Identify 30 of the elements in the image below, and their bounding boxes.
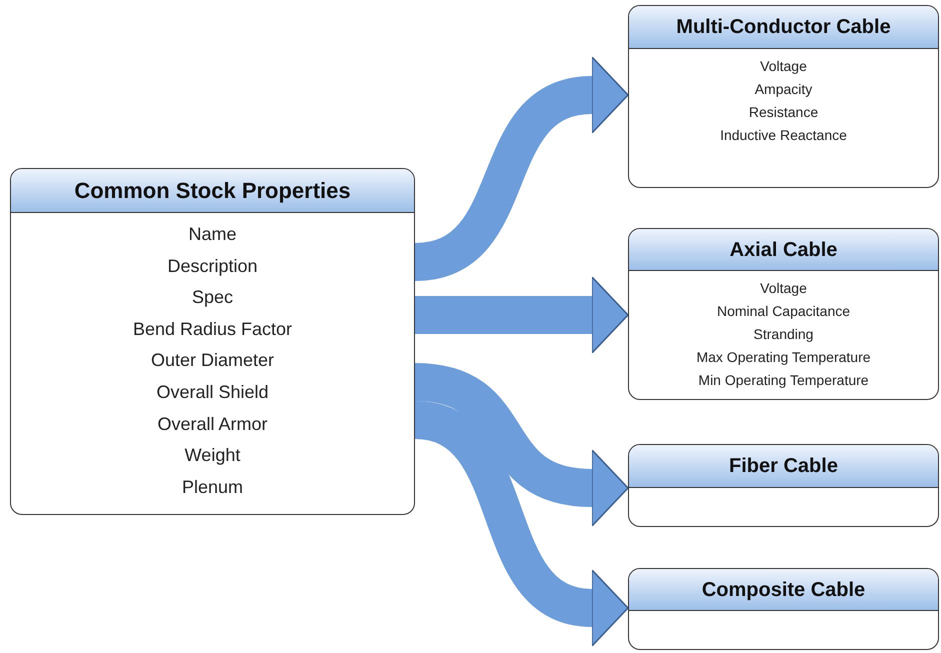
property-item: Plenum xyxy=(182,476,244,499)
property-box xyxy=(10,168,415,515)
property-box xyxy=(628,228,939,400)
property-box xyxy=(628,568,939,650)
property-item: Ampacity xyxy=(754,80,812,99)
property-item: Description xyxy=(167,254,258,278)
box-title: Multi-Conductor Cable xyxy=(676,15,891,40)
property-item: Stranding xyxy=(754,325,814,344)
property-box xyxy=(628,444,939,527)
property-item: Inductive Reactance xyxy=(720,126,847,145)
property-box xyxy=(628,5,939,188)
property-item: Resistance xyxy=(748,103,818,122)
box-title: Common Stock Properties xyxy=(74,177,351,205)
property-item: Voltage xyxy=(760,57,807,76)
property-item: Outer Diameter xyxy=(150,349,274,372)
property-item: Spec xyxy=(192,286,234,310)
property-item: Bend Radius Factor xyxy=(132,318,292,341)
property-item: Weight xyxy=(184,444,240,468)
box-title: Axial Cable xyxy=(730,238,838,262)
property-item: Name xyxy=(188,223,236,246)
property-item: Max Operating Temperature xyxy=(696,348,871,367)
property-item: Min Operating Temperature xyxy=(698,371,869,390)
property-item: Overall Armor xyxy=(157,412,268,436)
block-arrow xyxy=(415,276,629,354)
block-arrow xyxy=(413,363,629,527)
property-item: Overall Shield xyxy=(156,380,269,404)
box-title: Composite Cable xyxy=(702,578,866,602)
property-item: Nominal Capacitance xyxy=(716,302,850,321)
property-item: Voltage xyxy=(760,279,807,298)
box-title: Fiber Cable xyxy=(729,454,838,479)
